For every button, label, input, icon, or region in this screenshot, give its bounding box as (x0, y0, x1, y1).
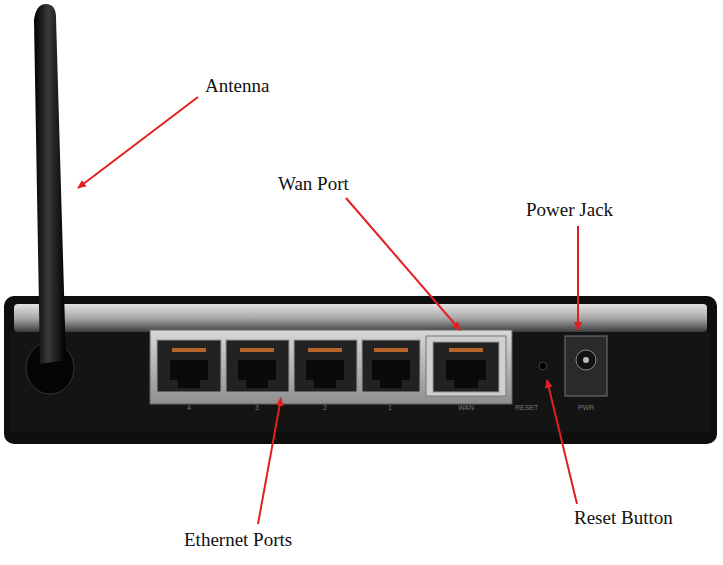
port-name: WAN (458, 404, 474, 412)
port-name: PWR (578, 404, 594, 412)
leader-arrows (78, 97, 578, 524)
ethernet-ports (157, 340, 420, 392)
port-number: 3 (255, 404, 259, 412)
part-label: Ethernet Ports (184, 530, 292, 551)
part-label: Antenna (205, 76, 269, 97)
port-number: 2 (323, 404, 327, 412)
wan-port (426, 336, 506, 396)
port-number: 1 (388, 404, 392, 412)
power-jack (565, 336, 607, 396)
port-panel (150, 330, 512, 404)
part-label: Power Jack (526, 200, 613, 221)
router-body (4, 296, 717, 444)
part-label: Wan Port (278, 174, 349, 195)
part-label: Reset Button (574, 508, 673, 529)
antenna-figure (26, 4, 74, 394)
reset-hole (539, 362, 547, 370)
port-number: 4 (187, 404, 191, 412)
edge-mark (690, 404, 692, 432)
port-name: RESET (515, 404, 538, 412)
top-band (14, 304, 707, 332)
